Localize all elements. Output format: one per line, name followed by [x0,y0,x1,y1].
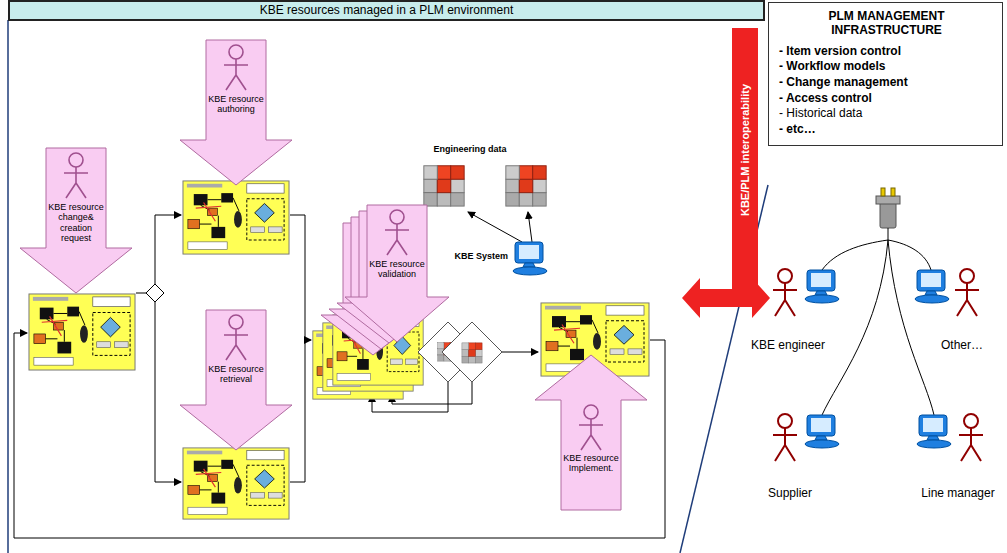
actor-name: Line manager [912,486,1004,500]
panel-item: - Historical data [779,106,994,122]
actor-label: KBE resource change& creation request [48,202,104,243]
title-band: KBE resources managed in a PLM environme… [8,0,765,21]
data-caption: Engineering data [418,144,522,155]
actor-label-text: KBE resource change& creation request [48,202,104,243]
infrastructure-panel: PLM MANAGEMENT INFRASTRUCTURE - Item vers… [768,2,1003,146]
actor-arrow: KBE resource change& creation request [20,148,132,293]
arrow-shape [535,355,647,510]
interop-text: KBE/PLM interoperability [739,84,751,216]
actor-label-text: KBE resource retrieval [208,364,264,385]
actor-name: KBE engineer [738,338,838,352]
actor-head [229,315,243,329]
actor-label: KBE resource retrieval [208,364,264,385]
actor-label: KBE resource Implement. [563,453,619,474]
panel-heading: PLM MANAGEMENT INFRASTRUCTURE [785,9,988,38]
arrow-outline [535,355,647,510]
panel-item: - Item version control [779,44,994,60]
arrow-outline [20,148,132,293]
arrow-outline [180,40,292,185]
actor-body [385,224,409,255]
panel-item: - etc… [779,122,994,138]
actor-name: Other… [922,338,1002,352]
actor-name: Supplier [750,486,830,500]
interop-label: KBE/PLM interoperability [732,30,758,270]
actor-arrow: KBE resource validation [345,205,449,342]
panel-item: - Workflow models [779,59,994,75]
actor-head [69,153,83,167]
actor-head [229,45,243,59]
system-caption: KBE System [440,251,508,262]
actor-head [390,210,404,224]
actor-label: KBE resource validation [369,259,425,280]
arrow-outline [180,310,292,450]
interop-arrow: KBE/PLM interoperability [682,28,770,318]
actor-label-text: KBE resource validation [369,259,425,280]
actor-label: KBE resource authoring [208,94,264,115]
panel-item: - Change management [779,75,994,91]
arrow-outline [345,205,449,342]
actor-arrow: KBE resource authoring [180,40,292,185]
arrow-shape [682,28,770,318]
arrow-bar [732,28,758,289]
panel-item: - Access control [779,91,994,107]
actor-arrow: KBE resource Implement. [535,355,647,510]
actor-body [224,59,248,90]
actor-body [579,419,603,450]
actor-body [64,167,88,198]
actor-arrow: KBE resource retrieval [180,310,292,450]
double-arrowhead [682,278,770,318]
actor-body [224,329,248,360]
actor-head [584,405,598,419]
actor-label-text: KBE resource Implement. [563,453,619,474]
actor-label-text: KBE resource authoring [208,94,264,115]
title-text: KBE resources managed in a PLM environme… [14,2,759,18]
